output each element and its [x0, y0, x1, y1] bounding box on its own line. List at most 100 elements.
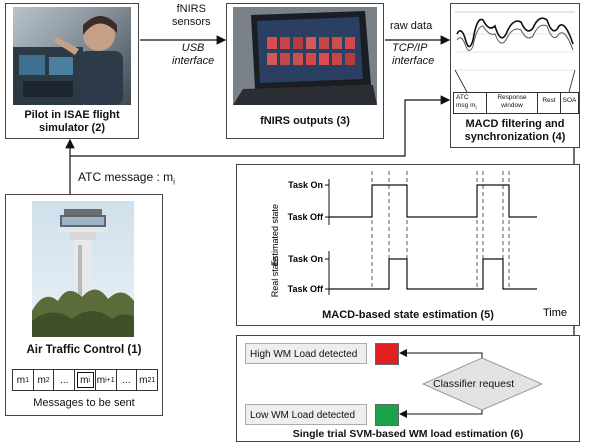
real-state-line — [329, 258, 537, 290]
fnirs-channel-cell — [267, 53, 277, 65]
message-sub: i — [88, 376, 90, 384]
segment-atc-line1: ATC — [456, 94, 469, 101]
low-wm-indicator — [375, 404, 399, 426]
segment-atc-sub: i — [475, 104, 477, 111]
svm-box: High WM Load detected Low WM Load detect… — [236, 335, 580, 442]
usb-interface-label: USB interface — [172, 42, 214, 68]
segment-atc: ATC msg mi — [454, 93, 487, 113]
message-cell: ... — [54, 370, 76, 390]
segment-rest: Rest — [538, 93, 561, 113]
time-label: Time — [543, 307, 567, 319]
low-wm-box: Low WM Load detected — [245, 404, 367, 425]
macd-box: ATC msg mi Response window Rest SOA MACD… — [450, 3, 580, 148]
fnirs-sensors-line2: sensors — [172, 16, 211, 28]
state-plot: Estimated state Real state Task On Task … — [270, 171, 567, 319]
low-wm-text: Low WM Load detected — [250, 410, 356, 421]
fnirs-photo — [233, 7, 377, 105]
pilot-caption-line1: Pilot in ISAE flight — [24, 109, 120, 121]
arrow-classifier-to-high — [399, 349, 483, 358]
macd-caption-line1: MACD filtering and — [465, 118, 565, 130]
svm-arrows — [399, 349, 544, 418]
fnirs-channel-cell — [332, 37, 342, 49]
usb-interface-line: interface — [172, 55, 215, 67]
pilot-caption-line2: simulator (2) — [38, 122, 105, 134]
arrow-classifier-to-low — [399, 410, 483, 418]
task-on-estimated: Task On — [288, 180, 323, 190]
macd-caption: MACD filtering and synchronization (4) — [451, 118, 579, 144]
segment-response-line2: window — [501, 101, 523, 109]
pilot-box: Pilot in ISAE flight simulator (2) — [5, 3, 139, 139]
fnirs-channel-cell — [267, 37, 277, 49]
tcpip-label: TCP/IP interface — [392, 42, 434, 68]
fnirs-channel-cell — [280, 53, 290, 65]
message-base: m — [139, 374, 148, 386]
segment-soa: SOA — [562, 97, 577, 104]
fnirs-channel-cell — [293, 37, 303, 49]
estimated-state-label: Estimated state — [270, 204, 280, 266]
task-off-real: Task Off — [288, 284, 324, 294]
fnirs-channel-cell — [319, 37, 329, 49]
fnirs-channel-cell — [332, 53, 342, 65]
fnirs-channel-cell — [319, 53, 329, 65]
fnirs-channel-cell — [280, 37, 290, 49]
atc-tower-photo — [32, 201, 134, 337]
classifier-label: Classifier request — [433, 378, 515, 390]
svm-caption: Single trial SVM-based WM load estimatio… — [292, 428, 524, 440]
classifier-diamond — [421, 357, 544, 411]
macd-caption-line2: synchronization (4) — [464, 131, 566, 143]
message-base: m — [80, 374, 89, 386]
segment-response-line1: Response — [497, 94, 527, 101]
message-sub: 21 — [147, 376, 156, 384]
message-sub: 2 — [45, 376, 50, 384]
fnirs-channel-cell — [306, 37, 316, 49]
fnirs-sensors-label: fNIRS sensors — [172, 3, 211, 29]
message-sub: i+1 — [105, 376, 115, 384]
fnirs-box: fNIRS outputs (3) — [226, 3, 384, 139]
task-off-estimated: Task Off — [288, 212, 324, 222]
message-base: ... — [122, 374, 131, 386]
segment-atc-line2: msg mi — [456, 102, 486, 113]
tcpip-line: TCP/IP — [392, 42, 428, 54]
messages-label: Messages to be sent — [33, 397, 135, 409]
fnirs-caption: fNIRS outputs (3) — [260, 115, 350, 127]
macd-signal-plot — [454, 11, 576, 93]
segment-response: Response window — [487, 93, 538, 113]
pilot-caption: Pilot in ISAE flight simulator (2) — [6, 109, 138, 135]
message-cell: ... — [117, 370, 138, 390]
raw-data-label: raw data — [390, 20, 432, 33]
fnirs-channel-cell — [306, 53, 316, 65]
estimated-state-line — [329, 184, 537, 218]
segment-atc-msg: msg m — [456, 101, 476, 109]
high-wm-box: High WM Load detected — [245, 343, 367, 364]
atc-message-sub: i — [173, 177, 175, 187]
raw-data-line1: raw data — [390, 20, 433, 32]
fnirs-channel-cell — [345, 37, 355, 49]
message-base: m — [96, 374, 106, 386]
fnirs-channel-cell — [293, 53, 303, 65]
high-wm-indicator — [375, 343, 399, 365]
real-state-label: Real state — [270, 257, 280, 298]
task-on-real: Task On — [288, 254, 323, 264]
high-wm-text: High WM Load detected — [250, 349, 358, 360]
message-base: m — [16, 374, 26, 386]
atc-message-label: ATC message : mi — [78, 171, 175, 188]
fnirs-channel-cell — [345, 53, 355, 65]
message-base: m — [37, 374, 46, 386]
state-caption: MACD-based state estimation (5) — [322, 309, 494, 321]
macd-segments: ATC msg mi Response window Rest SOA — [453, 92, 579, 114]
state-estimation-box: Estimated state Real state Task On Task … — [236, 164, 580, 326]
atc-message-text: ATC message : m — [78, 170, 174, 184]
pilot-photo — [13, 7, 131, 105]
usb-line: USB — [181, 42, 205, 54]
atc-caption: Air Traffic Control (1) — [26, 344, 142, 356]
message-sub: 1 — [25, 376, 29, 384]
fnirs-sensors-line1: fNIRS — [176, 3, 206, 15]
tcpip-interface-line: interface — [392, 55, 435, 67]
